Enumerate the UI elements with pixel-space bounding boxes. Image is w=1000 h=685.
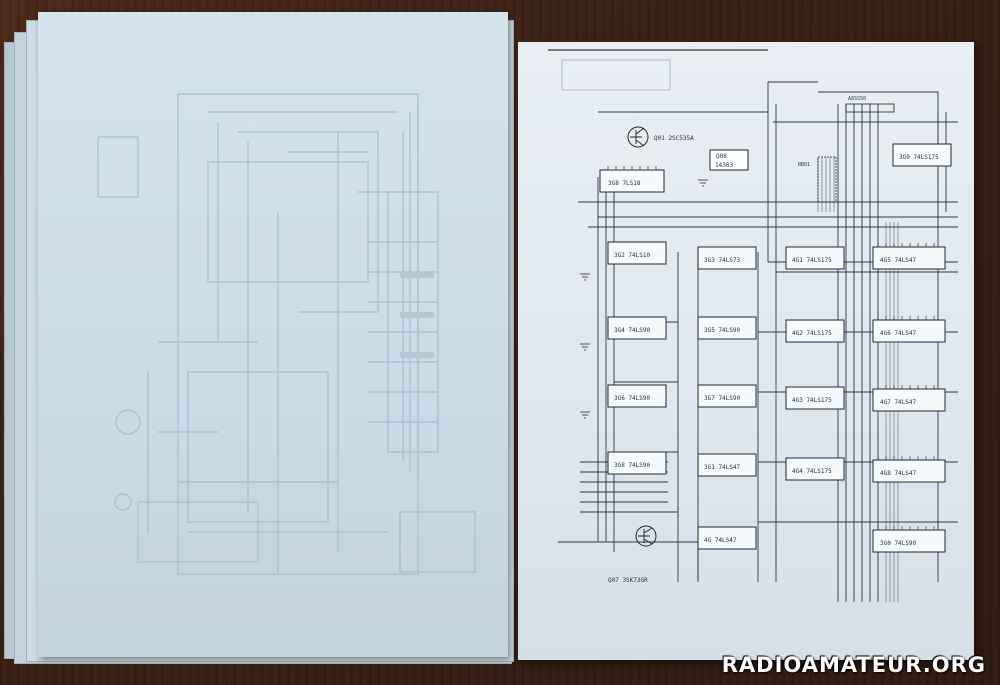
ic-chip-grid: 3G8 7LS18 3G9 74LS175 3G2 74LS10 3G3 74L… — [599, 143, 952, 553]
ic-chip-label: 3G9 74LS175 — [899, 154, 939, 161]
counter-schematic-diagram: Q01 2SC535A Q08 14303 RB01 A8SS50 3G8 7L… — [548, 49, 958, 602]
ic-chip-label: 4G5 74LS47 — [880, 257, 917, 264]
schematic-sheet: Q01 2SC535A Q08 14303 RB01 A8SS50 3G8 7L… — [518, 42, 974, 660]
left-sheet-back — [38, 12, 508, 657]
left-paper-stack — [4, 12, 514, 664]
ic-chip-label: 3G8 74LS90 — [614, 462, 651, 469]
chip-q08-part: 14303 — [715, 162, 733, 169]
ic-chip-label: 3G8 7LS18 — [608, 180, 641, 187]
ic-chip-label: 4G4 74LS175 — [792, 468, 832, 475]
ic-chip-label: 3G6 74LS90 — [614, 395, 651, 402]
ic-chip-label: 3G4 74LS90 — [614, 327, 651, 334]
site-watermark: RADIOAMATEUR.ORG — [721, 653, 986, 677]
ic-chip-label: 4G7 74LS47 — [880, 399, 917, 406]
ic-chip-label: 4G3 74LS175 — [792, 397, 832, 404]
ic-chip-label: 4G6 74LS47 — [880, 330, 917, 337]
ic-chip-label: 4G2 74LS175 — [792, 330, 832, 337]
ic-chip-label: 4G1 74LS175 — [792, 257, 832, 264]
ic-chip-label: 3G3 74LS73 — [704, 257, 741, 264]
ic-chip-label: 3G5 74LS90 — [704, 327, 741, 334]
connector-label: A8SS50 — [848, 96, 866, 102]
resistor-array-label: RB01 — [798, 162, 810, 168]
ic-chip-label: 3G0 74LS90 — [880, 540, 917, 547]
ic-chip-label: 4G8 74LS47 — [880, 470, 917, 477]
transistor-q01-label: Q01 2SC535A — [654, 135, 694, 142]
chip-q08-label: Q08 — [716, 153, 727, 160]
ic-chip-label: 3G1 74LS47 — [704, 464, 741, 471]
faint-reversed-schematic — [97, 93, 476, 575]
transistor-q07-label: Q07 3SK73GR — [608, 577, 648, 584]
ic-chip-label: 3G2 74LS10 — [614, 252, 651, 259]
ic-chip-label: 3G7 74LS90 — [704, 395, 741, 402]
ic-chip-label: 4G 74LS47 — [704, 537, 737, 544]
